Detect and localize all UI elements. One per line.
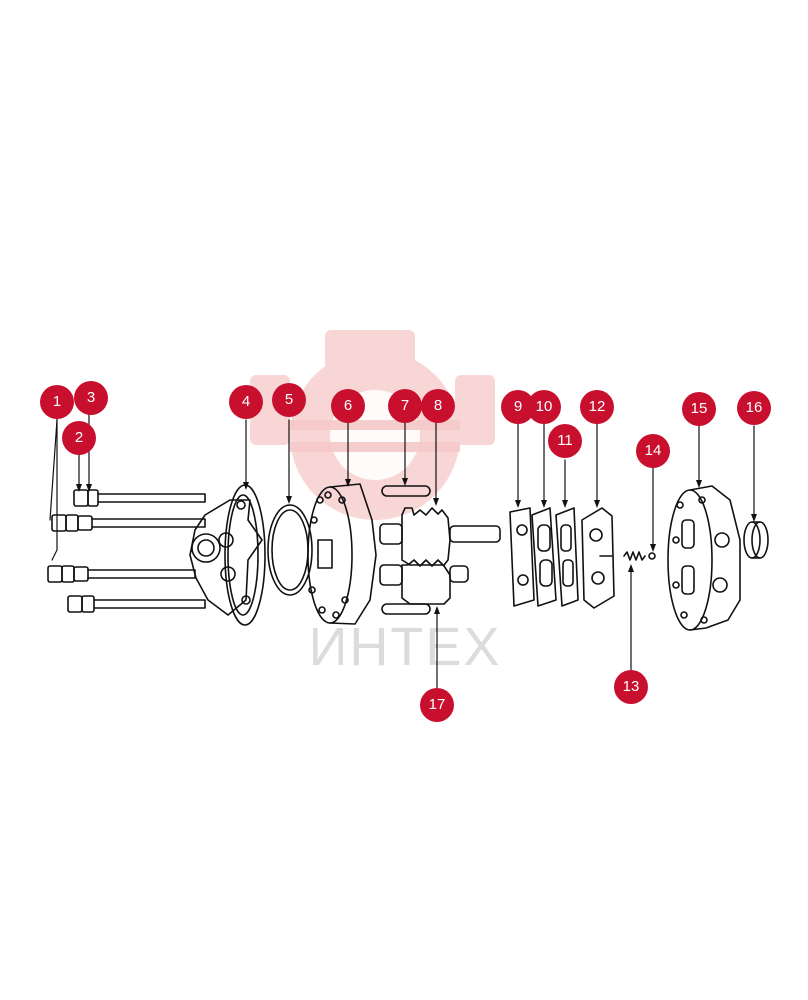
watermark-brand-text: ИНТЕХ — [308, 617, 502, 677]
callout-2[interactable]: 2 — [62, 421, 96, 455]
callout-7[interactable]: 7 — [388, 389, 422, 423]
front-cover-part — [189, 484, 266, 626]
gasket-part — [555, 507, 579, 607]
callout-15[interactable]: 15 — [682, 392, 716, 426]
callout-5[interactable]: 5 — [272, 383, 306, 417]
housing-part — [307, 483, 377, 625]
callout-4[interactable]: 4 — [229, 385, 263, 419]
callout-10[interactable]: 10 — [527, 390, 561, 424]
callout-16[interactable]: 16 — [737, 391, 771, 425]
bolt-part — [47, 489, 206, 613]
seal-plate-part — [531, 507, 557, 607]
ball-part — [648, 552, 656, 560]
callout-1[interactable]: 1 — [40, 385, 74, 419]
dowel-pin-part — [381, 485, 431, 615]
gear-pair-part — [379, 507, 501, 605]
callout-13[interactable]: 13 — [614, 670, 648, 704]
callout-11[interactable]: 11 — [548, 424, 582, 458]
callout-6[interactable]: 6 — [331, 389, 365, 423]
wear-plate-part — [509, 507, 535, 607]
pressure-plate-part — [581, 507, 615, 609]
callout-12[interactable]: 12 — [580, 390, 614, 424]
callout-3[interactable]: 3 — [74, 381, 108, 415]
rear-cover-part — [667, 485, 741, 631]
spring-part — [623, 551, 646, 561]
callout-14[interactable]: 14 — [636, 434, 670, 468]
shaft-seal-part — [743, 521, 769, 559]
callout-8[interactable]: 8 — [421, 389, 455, 423]
leader-lines — [49, 411, 755, 691]
o-ring-part — [267, 504, 313, 596]
callout-17[interactable]: 17 — [420, 688, 454, 722]
leader-arrowheads — [76, 478, 757, 614]
